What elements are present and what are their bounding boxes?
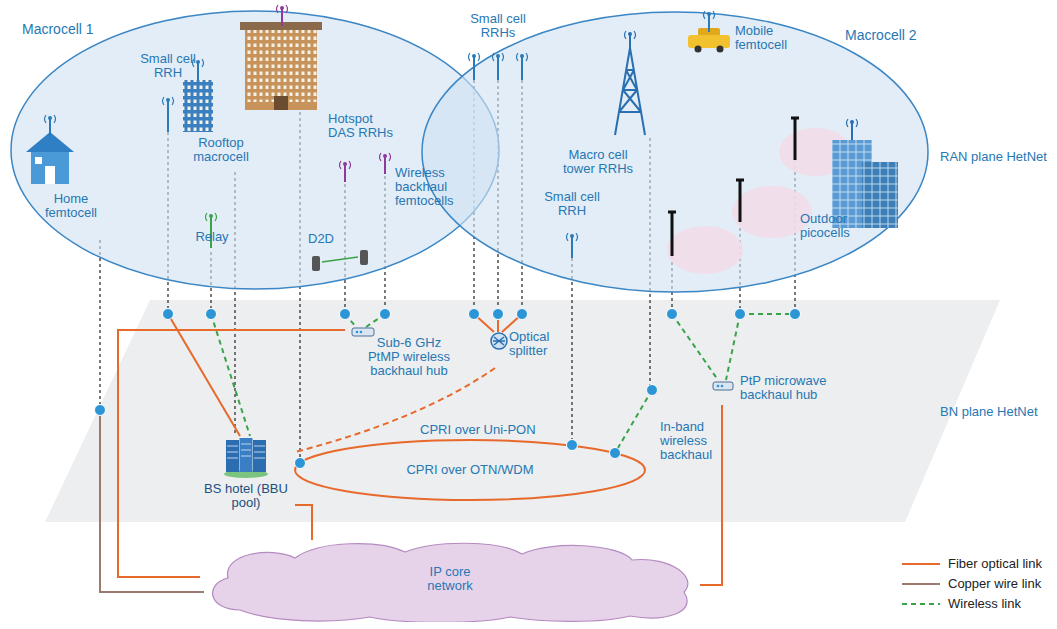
text-label: Small cell RRH — [128, 52, 208, 80]
text-label: BN plane HetNet — [940, 405, 1054, 419]
macrocell-ellipse — [420, 10, 930, 294]
node-label: BS hotel (BBU pool) — [200, 482, 292, 510]
macrocell-region: Macrocell 2 — [420, 10, 930, 294]
optical-splitter: Optical splitter — [485, 328, 567, 368]
legend-line-sample — [900, 556, 942, 574]
text-label: Hotspot DAS RRHs — [328, 112, 400, 140]
legend-row: Wireless link — [900, 596, 1050, 614]
text-label: Outdoor picocells — [800, 212, 870, 240]
link-dots — [95, 309, 801, 469]
legend-text: Wireless link — [948, 597, 1021, 611]
node-label: IP core network — [410, 565, 490, 593]
hub-icon — [351, 326, 375, 338]
text-label: Wireless backhaul femtocells — [395, 166, 470, 208]
fiber-links — [168, 314, 645, 500]
hub-icon — [712, 380, 734, 392]
text-label: D2D — [308, 232, 342, 246]
bbu-pool: BS hotel (BBU pool) — [200, 434, 295, 518]
node-label: Optical splitter — [509, 330, 564, 358]
link-connector — [295, 505, 312, 540]
node-label: Sub-6 GHz PtMP wireless backhaul hub — [363, 336, 455, 378]
legend-row: Copper wire link — [900, 576, 1050, 594]
text-label: Relay — [192, 230, 232, 244]
text-label: Rooftop macrocell — [186, 136, 256, 164]
text-label: RAN plane HetNet — [940, 150, 1054, 164]
legend-line-sample — [900, 576, 942, 594]
link-connector — [295, 368, 495, 452]
text-label: Small cell RRH — [540, 190, 604, 218]
legend-row: Fiber optical link — [900, 556, 1050, 574]
text-label: Home femtocell — [36, 192, 106, 220]
bn-plane — [45, 300, 1000, 522]
node-label: Macrocell 2 — [845, 28, 917, 43]
splitter-icon — [490, 332, 508, 350]
node-label: PtP microwave backhaul hub — [740, 374, 840, 402]
legend-text: Fiber optical link — [948, 557, 1042, 571]
text-label: Macro cell tower RRHs — [556, 148, 640, 176]
text-label: CPRI over OTN/WDM — [405, 463, 535, 477]
wireless-hub: Sub-6 GHz PtMP wireless backhaul hub — [345, 324, 460, 382]
copper-link — [100, 410, 204, 592]
text-label: Small cell RRHs — [458, 12, 538, 40]
core-cloud: IP core network — [200, 540, 700, 622]
wireless-links — [211, 314, 795, 453]
text-label: In-band wireless backhaul — [660, 420, 716, 462]
server-rack-icon — [224, 436, 268, 478]
node-label: Macrocell 1 — [22, 22, 94, 37]
microwave-hub: PtP microwave backhaul hub — [712, 372, 843, 405]
text-label: Mobile femtocell — [735, 24, 810, 52]
connector-label: CPRI over Uni-PON — [418, 423, 538, 437]
link-connector — [118, 330, 345, 577]
legend-text: Copper wire link — [948, 577, 1041, 591]
legend-line-sample — [900, 596, 942, 614]
